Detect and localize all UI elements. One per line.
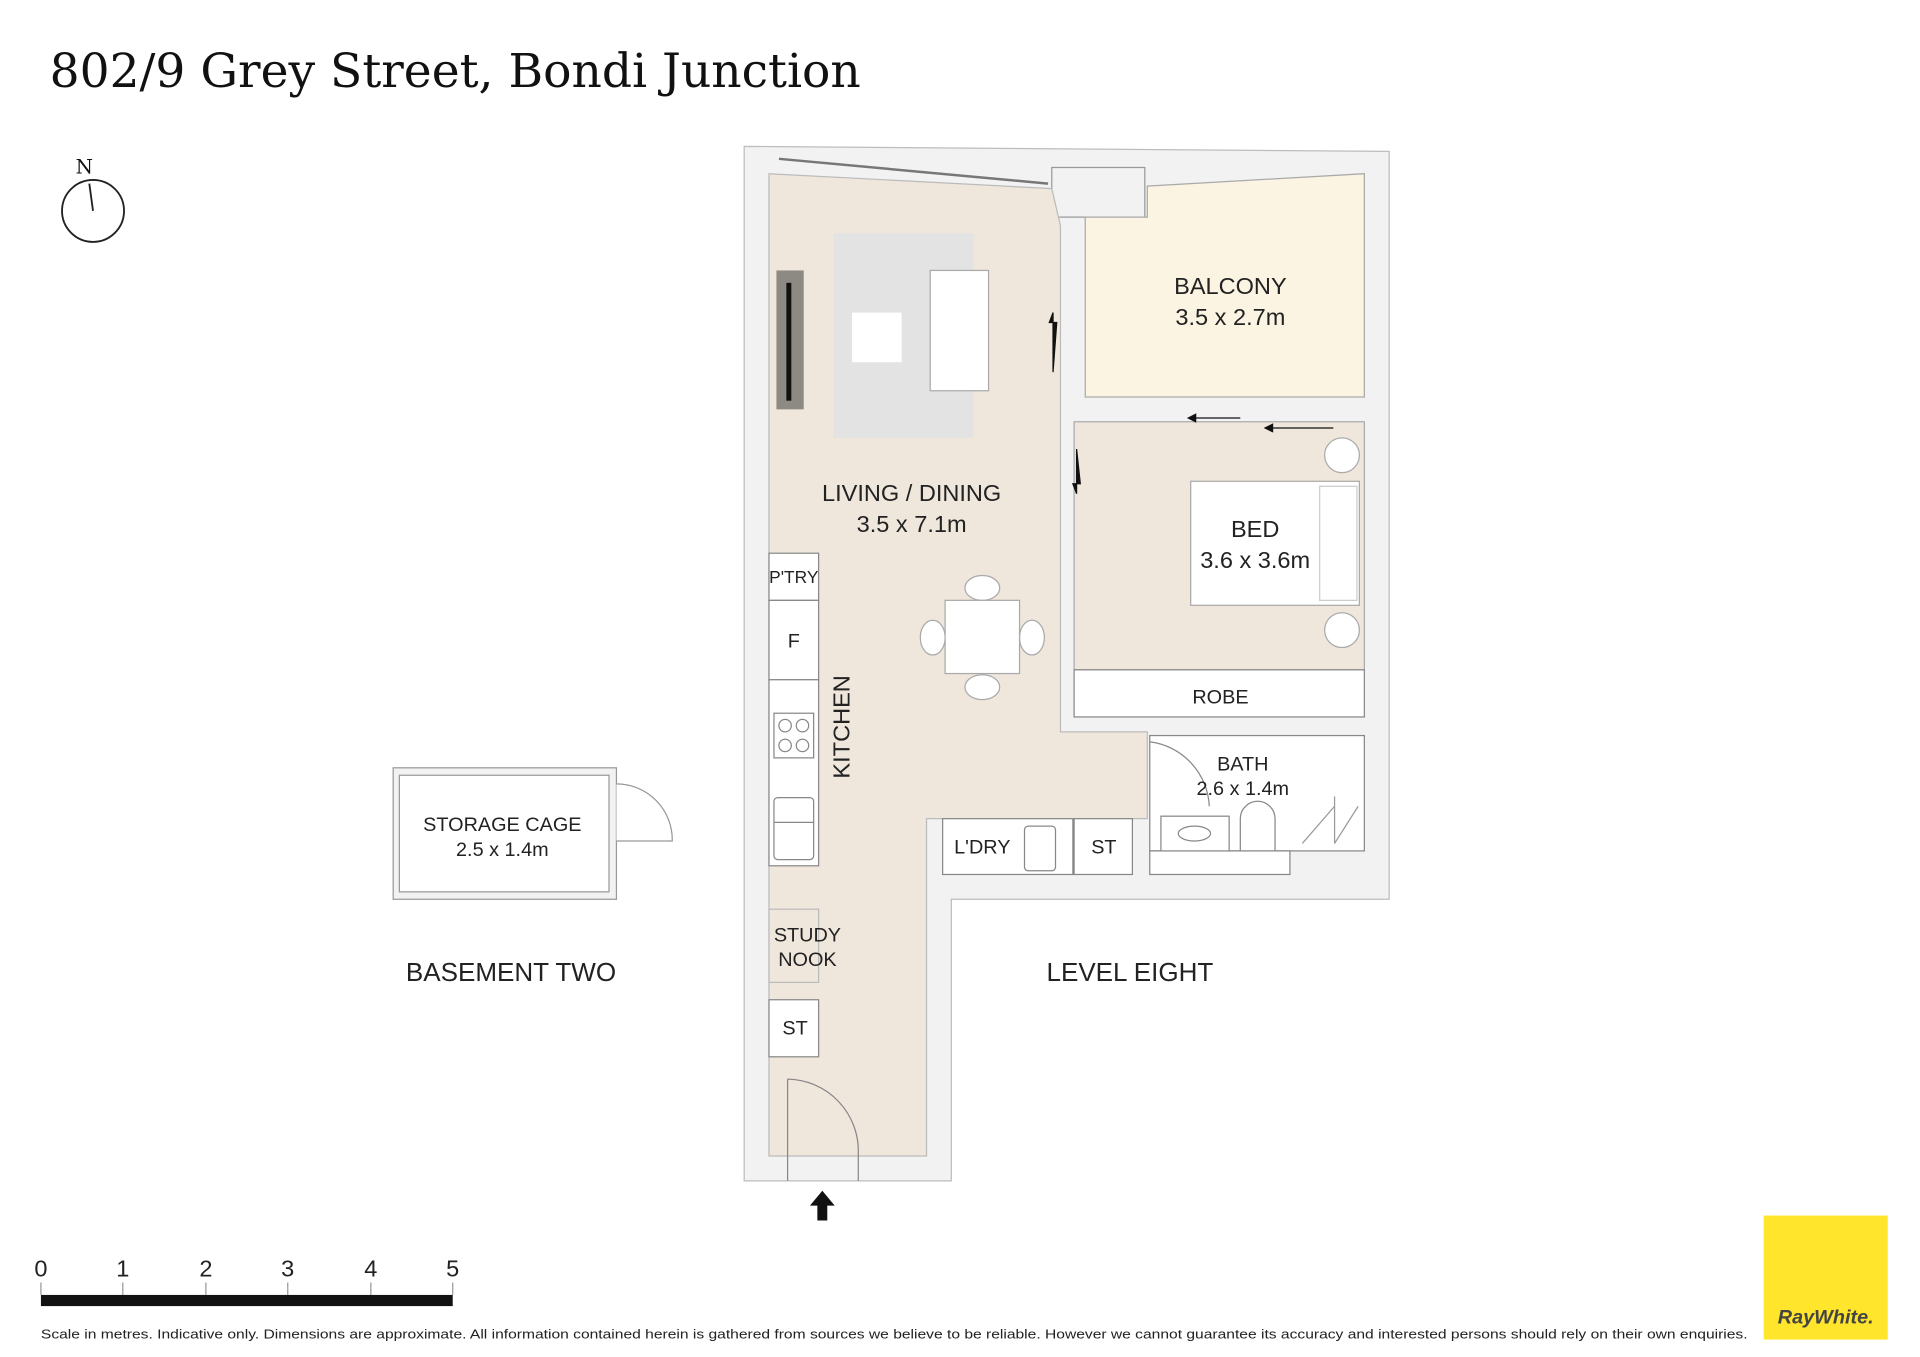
sliding-door-arrows-2: [1048, 312, 1082, 494]
robe: [1073, 669, 1365, 718]
laundry-label: L'DRY: [954, 836, 1010, 858]
nightstand-icon: [1324, 612, 1360, 649]
page-title: 802/9 Grey Street, Bondi Junction: [50, 44, 861, 99]
storage-cage-size: 2.5 x 1.4m: [456, 839, 549, 861]
burner-icon: [778, 718, 792, 733]
disclaimer: Scale in metres. Indicative only. Dimens…: [41, 1326, 1748, 1341]
basin-icon: [1177, 825, 1212, 842]
vanity-icon: [1160, 815, 1230, 852]
scale-ticks: [40, 1282, 454, 1295]
scale-tick-label: 0: [34, 1255, 47, 1281]
logo-background: [1763, 1215, 1888, 1340]
column: [1051, 166, 1146, 218]
tv-icon: [786, 282, 792, 401]
sink-icon: [773, 796, 815, 861]
scale-tick-label: 2: [199, 1255, 212, 1281]
scale-tick-label: 1: [116, 1255, 129, 1281]
compass-north-label: N: [76, 156, 93, 179]
entry-door-swing: [787, 1078, 859, 1181]
balcony-size: 3.5 x 2.7m: [1175, 304, 1285, 330]
fridge-label: F: [788, 630, 800, 652]
basement-level-label: BASEMENT TWO: [406, 957, 616, 987]
burner-icon: [778, 738, 792, 753]
level-eight-label: LEVEL EIGHT: [1046, 957, 1213, 987]
living-label: LIVING / DINING: [822, 480, 1001, 506]
pantry-label: P'TRY: [769, 567, 819, 587]
laundry-tub-icon: [1023, 825, 1057, 872]
study-nook: [768, 908, 820, 983]
shower-icon: [1301, 796, 1359, 844]
entry-arrow-icon: [809, 1190, 835, 1221]
logo-text: RayWhite.: [1778, 1306, 1874, 1328]
ray-white-logo: RayWhite.: [1763, 1215, 1888, 1340]
store-label: ST: [1091, 836, 1116, 858]
bath-size: 2.6 x 1.4m: [1197, 778, 1290, 800]
bath-step: [1149, 850, 1291, 876]
dining-set-icon: [919, 574, 1045, 701]
robe-label: ROBE: [1192, 686, 1248, 708]
study-label-line1: STUDY: [774, 924, 841, 946]
storage-cage-label: STORAGE CAGE: [423, 814, 581, 836]
compass-circle: [61, 178, 125, 243]
bed-size: 3.6 x 3.6m: [1200, 547, 1310, 573]
burner-icon: [795, 718, 810, 733]
sofa-icon: [929, 269, 990, 392]
balcony-label: BALCONY: [1174, 273, 1287, 299]
scale-bar-fill: [40, 1294, 453, 1307]
compass-needle: [88, 183, 94, 212]
living-size: 3.5 x 7.1m: [857, 511, 967, 537]
compass: N: [61, 156, 125, 243]
coffee-table-icon: [852, 312, 902, 363]
nightstand-icon: [1324, 437, 1360, 474]
storage-cage-inner: [398, 774, 610, 893]
scale-tick-label: 5: [446, 1255, 459, 1281]
study-label-line2: NOOK: [778, 949, 836, 971]
scale-tick-label: 4: [364, 1255, 377, 1281]
scale-bar: 0 1 2 3 4 5: [34, 1255, 459, 1307]
burner-icon: [795, 738, 810, 753]
sliding-door-arrows: [1186, 413, 1334, 433]
bed-label: BED: [1231, 516, 1279, 542]
balcony-floor: [1084, 173, 1365, 398]
store-label-2: ST: [782, 1017, 807, 1039]
toilet-icon: [1239, 800, 1276, 852]
kitchen-label: KITCHEN: [829, 675, 855, 778]
store-cupboard: [1073, 818, 1134, 876]
scale-tick-label: 3: [281, 1255, 294, 1281]
pillow-icon: [1319, 485, 1358, 601]
store-cupboard-2: [768, 999, 820, 1058]
window: [778, 157, 1049, 185]
cooktop-icon: [773, 712, 815, 759]
bath-door-swing: [1149, 741, 1210, 807]
storage-door-swing: [616, 783, 673, 842]
bath-label: BATH: [1217, 753, 1268, 775]
